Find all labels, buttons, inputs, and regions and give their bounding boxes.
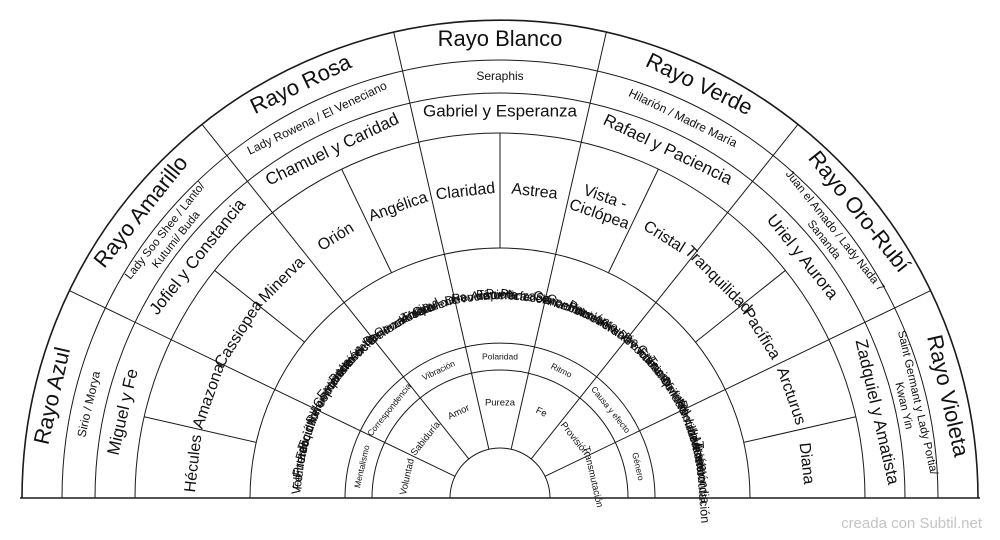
- beings-divider: [341, 168, 392, 273]
- sector-divider: [530, 123, 799, 460]
- being-pacifica: Pacífica: [739, 305, 784, 362]
- ring-boundary-name: [61, 59, 939, 499]
- inner-virtue-amor: Amor: [446, 403, 471, 423]
- ring-boundary-beings: [249, 247, 751, 499]
- quality-transmutacion-rayo-violeta: Transmutación: [692, 441, 712, 524]
- diagram-lines: [20, 19, 980, 499]
- being-cassiopea: Cassiopea: [212, 297, 267, 370]
- sector-divider: [69, 290, 456, 477]
- ray-name-rayo-blanco: Rayo Blanco: [438, 26, 563, 51]
- ring-boundary-masters: [94, 92, 906, 499]
- sector-divider: [544, 290, 931, 477]
- inner-virtue-sabiduria: Sabiduría: [409, 419, 443, 458]
- being-minerva: Minerva: [256, 254, 308, 306]
- being-orion: Orión: [315, 219, 357, 254]
- beings-divider: [695, 270, 786, 343]
- beings-divider: [214, 270, 305, 343]
- being-angelica: Angélica: [366, 189, 430, 225]
- being-astrea: Astrea: [511, 181, 559, 203]
- being-arcturus: Arcturus: [773, 365, 809, 427]
- ray-archangels-rayo-azul: Miguel y Fe: [104, 367, 142, 457]
- ray-masters-rayo-azul: Sirio / Morya: [74, 369, 103, 438]
- quality-purificacion-rayo-blanco: Purificación: [485, 286, 551, 306]
- ray-archangels-rayo-verde: Rafael y Paciencia: [600, 110, 736, 188]
- being-diana: Diana: [796, 442, 818, 486]
- ray-archangels-rayo-rosa: Chamuel y Caridad: [262, 109, 401, 189]
- principle-causa-y-efecto: Causa y efecto: [589, 384, 632, 435]
- being-cristal: Cristal: [640, 218, 687, 257]
- sector-divider: [393, 31, 490, 450]
- quality-fe-rayo-azul: Fe: [290, 474, 305, 490]
- inner-virtue-fe: Fe: [534, 405, 549, 420]
- ring-boundary-qualities: [344, 342, 656, 499]
- ring-boundary-principles: [371, 369, 629, 499]
- beings-divider: [743, 416, 856, 443]
- ray-name-rayo-azul: Rayo Azul: [29, 345, 75, 447]
- sector-divider: [201, 123, 470, 460]
- being-claridad: Claridad: [435, 180, 496, 204]
- being-amazona: Amazona: [190, 361, 228, 431]
- outer-arc: [21, 19, 979, 499]
- being-hecules: Hécules: [182, 434, 205, 493]
- center-arc: [449, 447, 551, 499]
- ray-masters-rayo-blanco: Seraphis: [476, 69, 523, 83]
- beings-divider: [144, 416, 257, 443]
- beings-divider: [608, 168, 659, 273]
- principle-ritmo: Ritmo: [549, 361, 574, 380]
- principle-polaridad: Polaridad: [482, 351, 518, 361]
- quality-voluntad-rayo-azul: Voluntad: [289, 445, 310, 495]
- being-tranquilidad: Tranquilidad: [681, 243, 755, 317]
- inner-virtue-voluntad: Voluntad: [398, 458, 417, 497]
- ray-archangels-rayo-blanco: Gabriel y Esperanza: [423, 101, 578, 120]
- principle-genero: Género: [630, 452, 646, 482]
- principle-mentalismo: Mentalismo: [352, 444, 371, 489]
- quality-esperanza-rayo-blanco: Esperanza: [476, 288, 536, 304]
- inner-virtue-transmutacion: Transmutación: [580, 445, 605, 508]
- quality-revelacion-rayo-blanco: Revelación: [451, 286, 514, 305]
- sector-divider: [510, 31, 607, 450]
- inner-virtue-pureza: Pureza: [485, 398, 516, 409]
- quality-armonia-rayo-blanco: Armonía: [470, 288, 518, 303]
- credit-text: creada con Subtil.net: [841, 515, 982, 532]
